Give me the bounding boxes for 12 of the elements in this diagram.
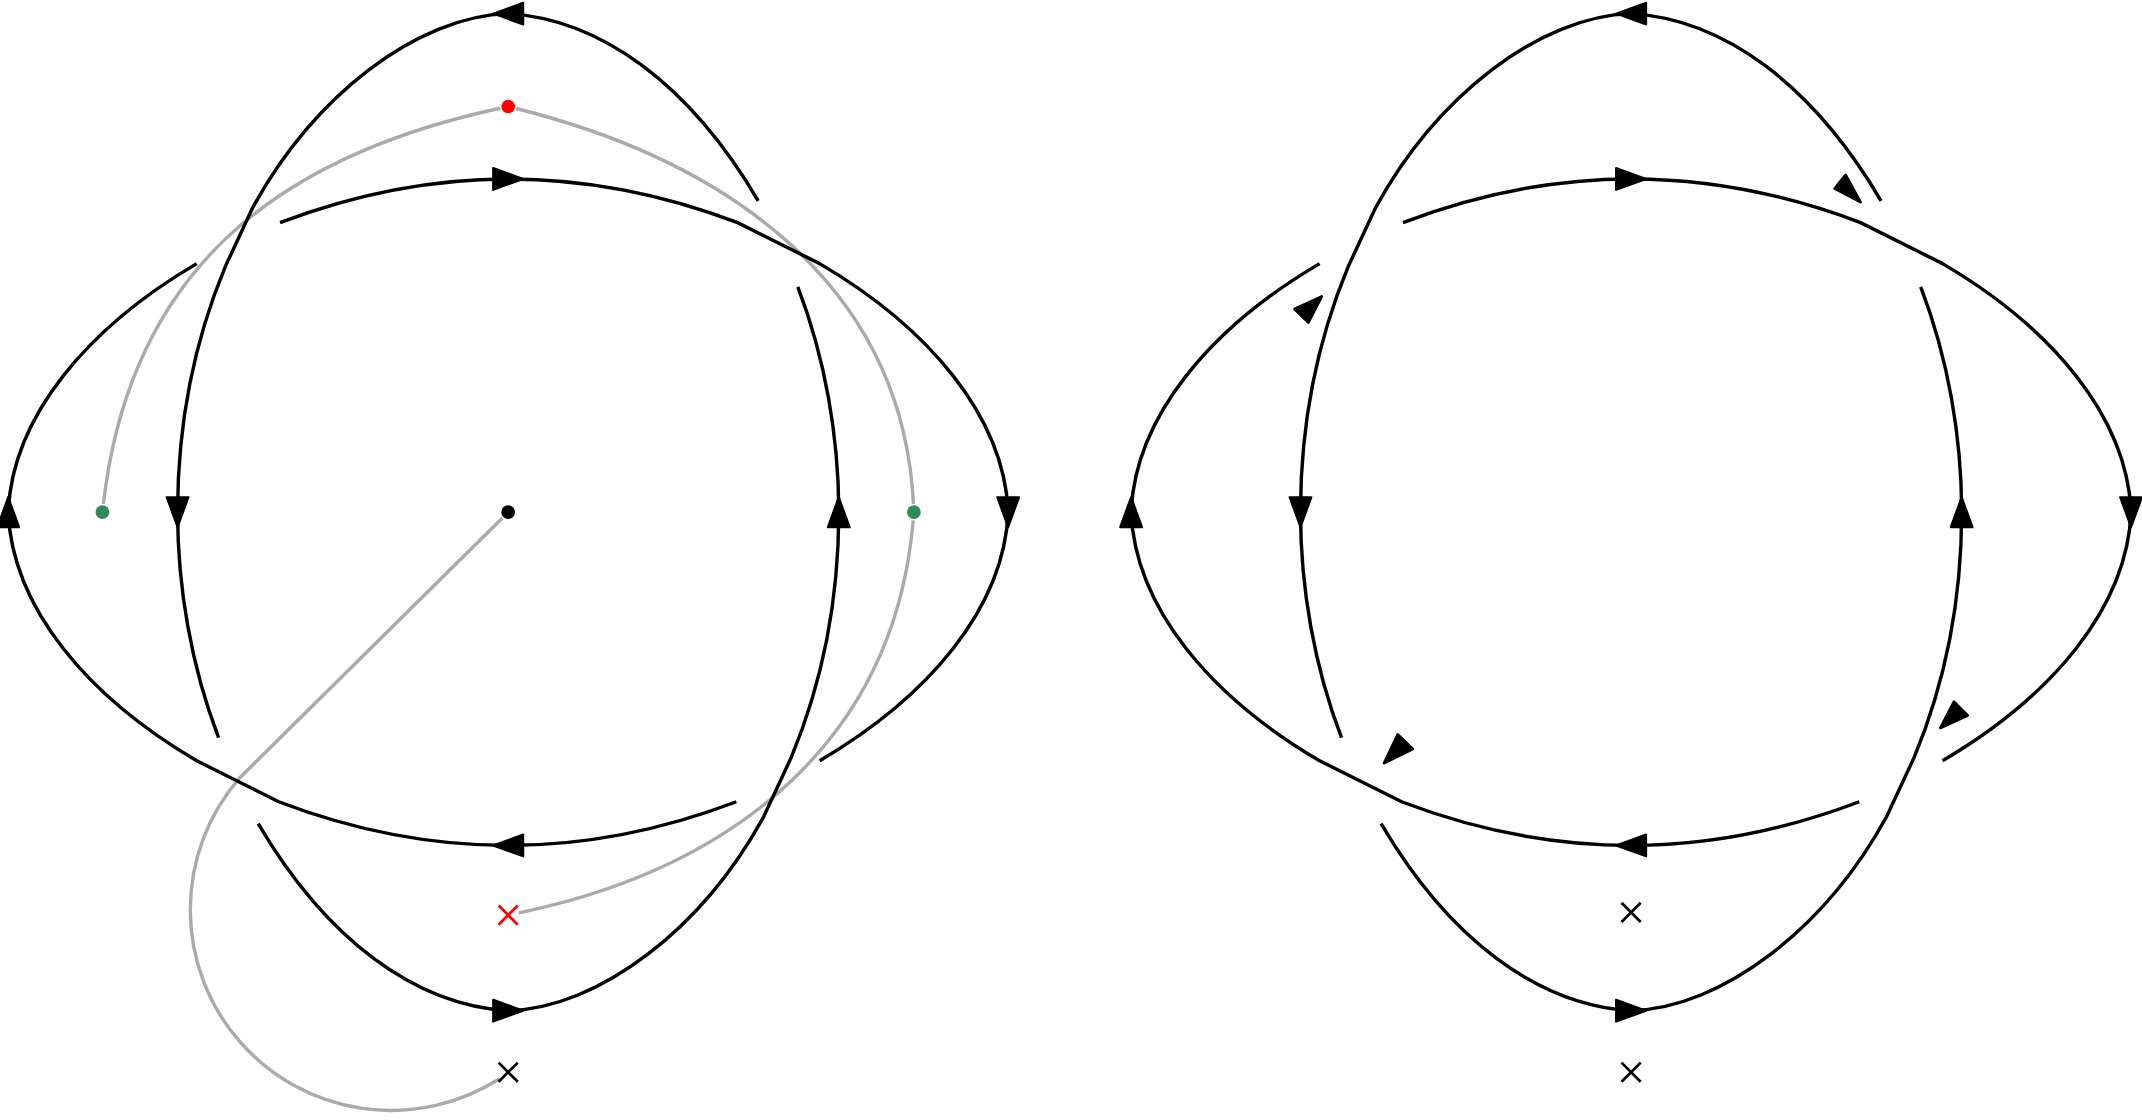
cross-marker — [1620, 1061, 1642, 1084]
cross-marker — [1620, 901, 1642, 924]
connector-curve — [518, 520, 915, 915]
connector-curve — [189, 516, 504, 1112]
cross-marker — [497, 904, 520, 927]
dot-marker — [501, 99, 515, 114]
dot-marker — [907, 505, 921, 519]
dot-marker — [501, 505, 515, 519]
cross-marker — [497, 1061, 520, 1084]
dot-marker — [95, 505, 110, 519]
connector-curve — [101, 106, 501, 505]
connector-curve — [515, 106, 916, 505]
